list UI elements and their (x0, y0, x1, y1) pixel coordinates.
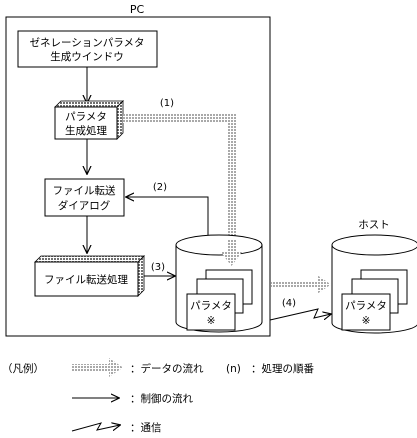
step-label-4: (4) (282, 298, 296, 309)
file-transfer-process-label: ファイル転送処理 (44, 273, 128, 286)
pc-parameter-documents: パラメタ ※ (186, 269, 253, 331)
host-title: ホスト (358, 219, 390, 231)
file-transfer-process: ファイル転送処理 (34, 255, 145, 297)
pc-document-label: パラメタ (190, 300, 232, 312)
legend-communication-symbol (71, 423, 120, 432)
pc-title: PC (130, 3, 145, 16)
arrow-control-step-2 (126, 197, 209, 244)
file-transfer-dialog-label-line1: ファイル転送 (53, 184, 116, 197)
step-label-2: (2) (153, 182, 167, 193)
parameter-generation-label-line2: 生成処理 (65, 124, 107, 137)
data-flow-arrow-to-host (271, 275, 331, 294)
parameter-generation-process: パラメタ 生成処理 (54, 100, 124, 140)
data-flow-arrow-1-head (220, 240, 243, 266)
legend-data-flow-symbol (72, 358, 123, 377)
step-label-3: (3) (151, 262, 165, 273)
legend-communication-label: ：通信 (130, 422, 162, 434)
file-transfer-dialog-label-line2: ダイアログ (58, 199, 111, 212)
step-label-1: (1) (160, 98, 174, 109)
generation-window-label-line1: ゼネレーションパラメタ (30, 37, 145, 49)
legend-title: （凡例） (2, 362, 44, 375)
parameter-generation-label-line1: パラメタ (65, 111, 107, 123)
communication-line-step-4 (269, 308, 331, 321)
legend-data-flow-label: ：データの流れ (130, 362, 204, 375)
host-parameter-documents: パラメタ ※ (341, 269, 408, 331)
file-transfer-dialog (44, 178, 125, 217)
legend-control-flow-label: ：制御の流れ (130, 392, 193, 405)
pc-document-mark: ※ (207, 315, 216, 327)
host-document-label: パラメタ (345, 300, 387, 312)
legend-order-label: ：処理の順番 (251, 362, 314, 375)
pc-frame (5, 16, 271, 337)
legend: （凡例） ：データの流れ (n) ：処理の順番 ：制御の流れ ：通信 (2, 358, 314, 434)
host-document-mark: ※ (362, 315, 371, 327)
legend-order-symbol: (n) (226, 363, 241, 375)
generation-window-label-line2: 生成ウインドウ (50, 50, 124, 63)
